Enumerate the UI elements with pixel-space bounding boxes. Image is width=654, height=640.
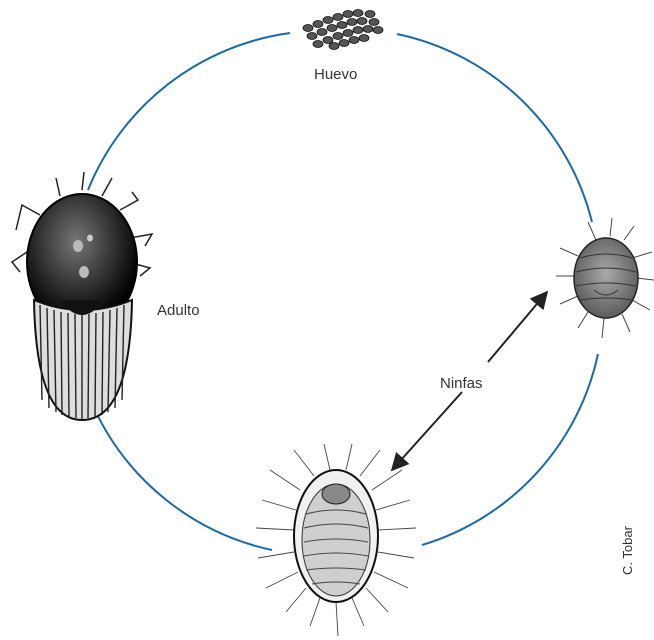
- cycle-arc-adult-to-egg: [88, 33, 290, 190]
- nymph-first-stage-illustration: [556, 218, 654, 338]
- label-adulto: Adulto: [157, 302, 200, 319]
- cycle-arc-egg-to-nymph1: [397, 34, 592, 222]
- adult-mite-illustration: [12, 172, 152, 420]
- nymph-second-stage-illustration: [256, 444, 416, 636]
- label-ninfas: Ninfas: [440, 375, 483, 392]
- egg-cluster-illustration: [303, 10, 383, 50]
- arrow-to-second-nymph: [392, 392, 462, 470]
- arrow-to-first-nymph: [488, 292, 547, 362]
- label-huevo: Huevo: [314, 66, 357, 83]
- cycle-arc-nymph2-to-adult: [94, 408, 272, 550]
- image-credit: C. Tobar: [620, 515, 636, 575]
